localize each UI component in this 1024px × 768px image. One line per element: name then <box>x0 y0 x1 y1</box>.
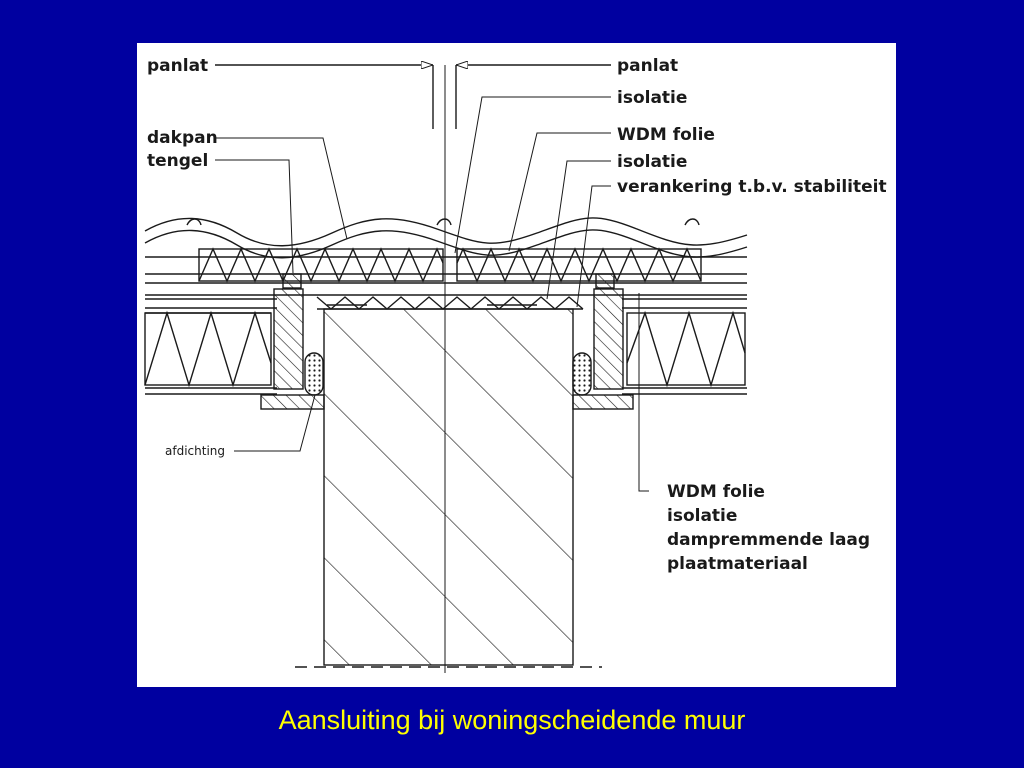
label-verankering: verankering t.b.v. stabiliteit <box>617 177 887 197</box>
diagram-labels: panlat panlat isolatie dakpan tengel WDM… <box>147 56 887 574</box>
label-isolatie-mid: isolatie <box>617 152 687 172</box>
label-isolatie-top: isolatie <box>617 88 687 108</box>
label-wdm-folie-top: WDM folie <box>617 125 715 145</box>
timber-right <box>593 288 624 390</box>
diagram-panel: panlat panlat isolatie dakpan tengel WDM… <box>137 43 896 687</box>
party-wall <box>323 308 574 666</box>
label-tengel: tengel <box>147 151 208 171</box>
roof-tile-wave <box>144 217 748 247</box>
seal-left <box>304 352 324 396</box>
label-dakpan: dakpan <box>147 128 218 148</box>
label-plaatmateriaal: plaatmateriaal <box>667 554 808 574</box>
label-panlat-left: panlat <box>147 56 208 76</box>
tile-insulation-right <box>456 248 702 282</box>
tile-insulation-left <box>198 248 444 282</box>
label-dampremmende-laag: dampremmende laag <box>667 530 870 550</box>
timber-left <box>273 288 304 390</box>
label-afdichting: afdichting <box>165 444 225 458</box>
seal-right <box>572 352 592 396</box>
roof-wall-section-drawing: panlat panlat isolatie dakpan tengel WDM… <box>144 56 887 673</box>
label-isolatie-bottom: isolatie <box>667 506 737 526</box>
label-panlat-right: panlat <box>617 56 678 76</box>
drawing-lines <box>144 65 748 673</box>
label-wdm-folie-bottom: WDM folie <box>667 482 765 502</box>
slide-caption: Aansluiting bij woningscheidende muur <box>278 705 746 735</box>
roof-insulation-right <box>626 312 746 386</box>
